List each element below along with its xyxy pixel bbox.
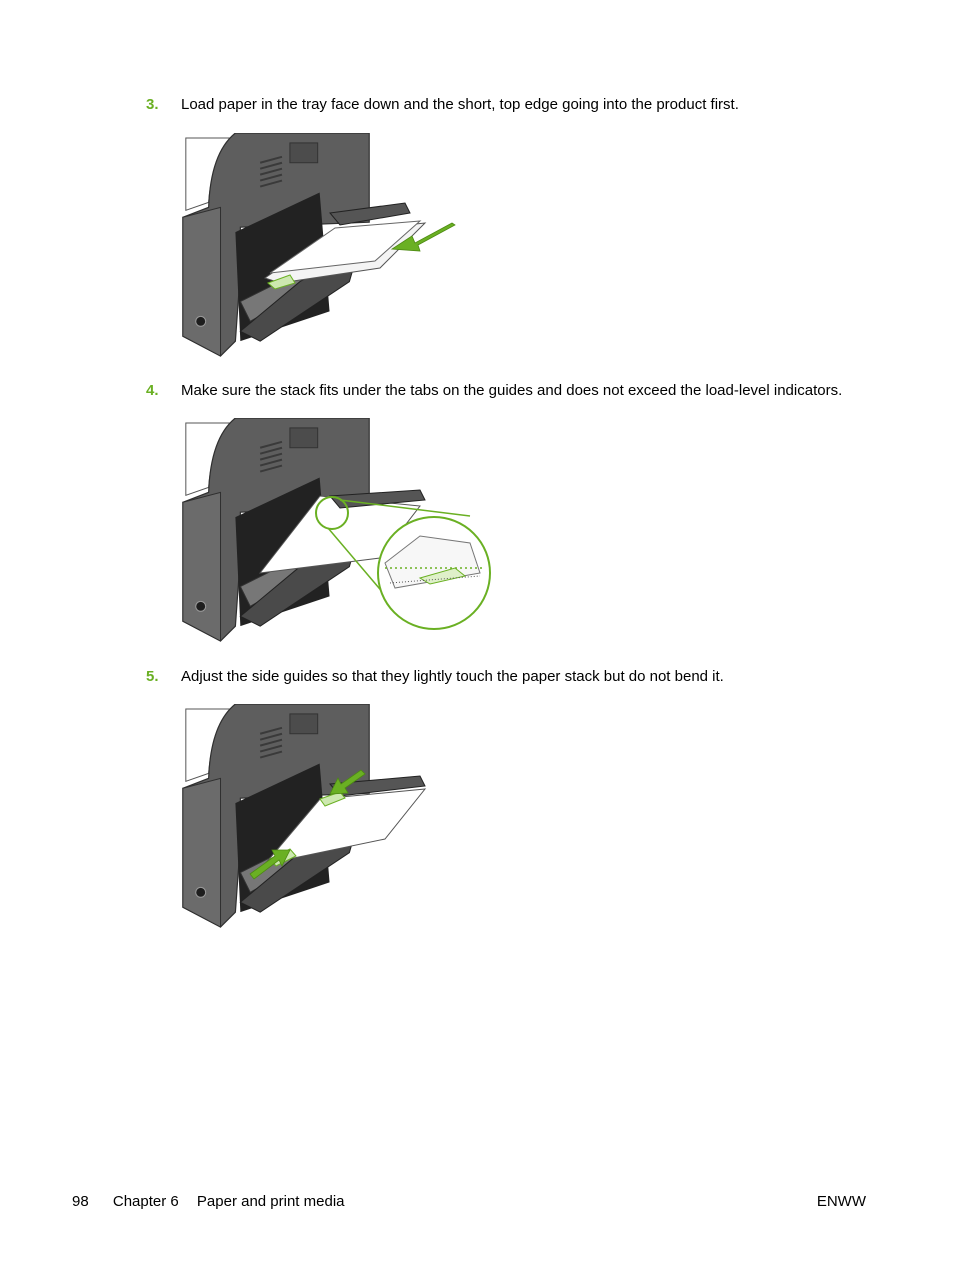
chapter-title: Paper and print media — [196, 1193, 345, 1210]
page-number: 98 — [72, 1193, 89, 1210]
insert-arrow-icon — [390, 222, 456, 252]
step-number: 4. — [146, 382, 159, 399]
guide-arrow-down-icon — [329, 769, 366, 795]
load-paper-illustration — [181, 133, 456, 358]
zoom-detail — [377, 516, 491, 630]
step-text: Adjust the side guides so that they ligh… — [181, 668, 724, 685]
side-guides-illustration — [181, 704, 427, 929]
guide-arrow-up-icon — [249, 849, 291, 880]
page-footer-left: 98 Chapter 6 Paper and print media — [72, 1193, 345, 1211]
chapter-label: Chapter 6 — [112, 1193, 179, 1210]
step-text: Make sure the stack fits under the tabs … — [181, 382, 843, 399]
stack-height-illustration — [181, 418, 491, 643]
locale-code: ENWW — [816, 1193, 866, 1210]
step-text: Load paper in the tray face down and the… — [181, 96, 739, 113]
step-number: 5. — [146, 668, 159, 685]
step-number: 3. — [146, 96, 159, 113]
